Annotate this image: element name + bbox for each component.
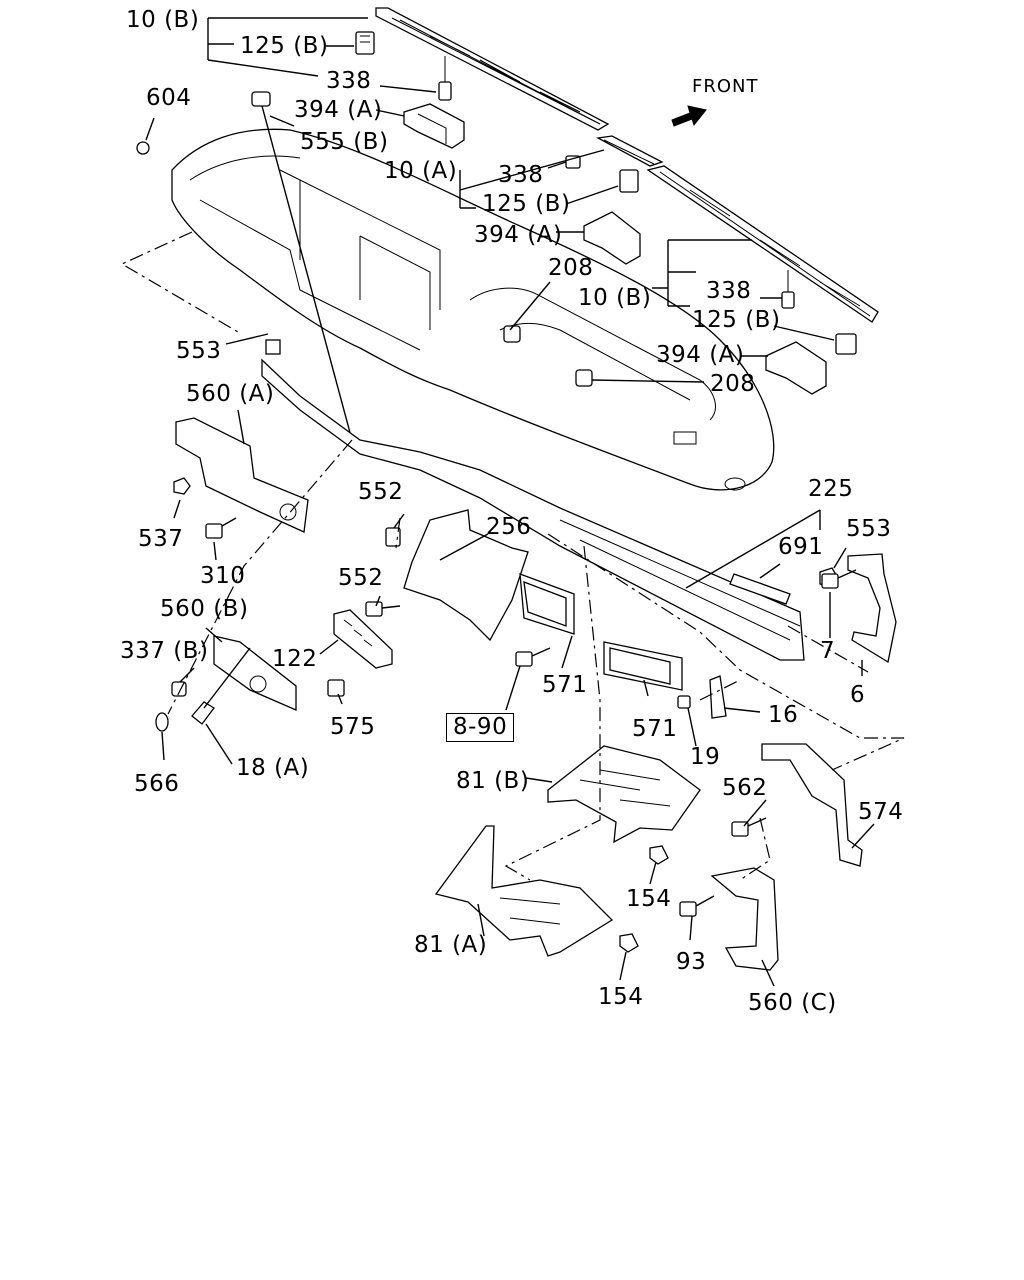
pocket-571-upper [519,573,575,635]
nut-154-lower [619,933,639,953]
nut-154-upper [649,845,669,865]
screw-338-right [781,270,795,309]
bracket-256 [403,509,529,642]
bolt-555b [251,91,353,441]
label-93: 93 [676,949,707,975]
bracket-574 [761,743,863,867]
clip-125b-top [355,31,375,55]
bracket-81a [434,825,614,957]
label-7: 7 [820,638,836,664]
label-691: 691 [778,534,824,560]
label-562: 562 [722,775,768,801]
part-691-strip [729,573,791,605]
screw-8-90 [515,647,551,667]
pocket-571-lower [603,641,683,691]
locating-lines [120,231,905,881]
beam-bracket-left [265,339,281,355]
label-154-b: 154 [598,984,644,1010]
label-337b: 337 (B) [120,638,209,664]
label-310: 310 [200,563,246,589]
label-10a: 10 (A) [384,158,458,184]
bolt-310 [205,517,237,539]
label-553-right: 553 [846,516,892,542]
grommet-566 [155,712,169,732]
label-81b: 81 (B) [456,768,530,794]
label-225: 225 [808,476,854,502]
label-394a-mid: 394 (A) [474,222,563,248]
label-208-right: 208 [710,371,756,397]
bracket-394a-mid [583,211,641,265]
defroster-nozzle-right [646,165,879,323]
label-18a: 18 (A) [236,755,310,781]
bracket-560c [710,867,779,971]
label-125b-mid: 125 (B) [482,191,571,217]
cross-car-beam [261,339,805,661]
label-560a: 560 (A) [186,381,275,407]
label-553-left: 553 [176,338,222,364]
bracket-394a-top [403,103,465,149]
label-122: 122 [272,646,318,672]
defroster-nozzle-center [595,135,664,167]
screw-19 [677,695,691,709]
sensor-18a [191,647,251,725]
front-label: FRONT [692,76,759,97]
label-575: 575 [330,714,376,740]
label-208-top: 208 [548,255,594,281]
front-arrow-icon [671,105,707,127]
defroster-nozzle-left [375,7,610,131]
label-81a: 81 (A) [414,932,488,958]
label-555b: 555 (B) [300,129,389,155]
bolt-575 [327,679,345,697]
label-574: 574 [858,799,904,825]
switch-panel-122 [333,609,393,669]
label-338-top: 338 [326,68,372,94]
clip-125b-mid [619,169,639,193]
label-571-b: 571 [632,716,678,742]
bolt-552-mid [365,601,401,617]
label-10b-right: 10 (B) [578,285,652,311]
label-16: 16 [768,702,799,728]
label-571-a: 571 [542,672,588,698]
label-566: 566 [134,771,180,797]
label-394a-right: 394 (A) [656,342,745,368]
label-6: 6 [850,682,866,708]
bracket-560a [175,417,309,533]
label-537: 537 [138,526,184,552]
label-338-mid: 338 [498,162,544,188]
label-19: 19 [690,744,721,770]
bolt-93 [679,895,715,917]
bracket-394a-right [765,341,827,395]
nut-537 [173,477,191,495]
label-394a-top: 394 (A) [294,97,383,123]
bracket-16 [709,675,727,719]
label-552-mid: 552 [338,565,384,591]
label-552-top: 552 [358,479,404,505]
label-338-right: 338 [706,278,752,304]
label-125b-right: 125 (B) [692,307,781,333]
clip-208-top [503,325,521,343]
label-154-a: 154 [626,886,672,912]
bracket-560b [213,635,297,711]
clip-208-right [575,369,593,387]
bracket-7-6 [847,553,897,664]
bracket-81b [547,745,701,844]
label-560b: 560 (B) [160,596,249,622]
leader-lines [145,17,875,987]
bolt-7 [821,569,857,589]
screw-338-top [438,56,452,101]
clip-604 [136,141,150,155]
label-125b-top: 125 (B) [240,33,329,59]
label-10b-top: 10 (B) [126,7,200,33]
clip-125b-right [835,333,857,355]
instrument-panel [171,128,775,491]
reference-box-8-90: 8-90 [446,713,515,742]
label-256: 256 [486,514,532,540]
bolt-552-top [385,527,401,547]
label-560c: 560 (C) [748,990,837,1016]
label-604: 604 [146,85,192,111]
